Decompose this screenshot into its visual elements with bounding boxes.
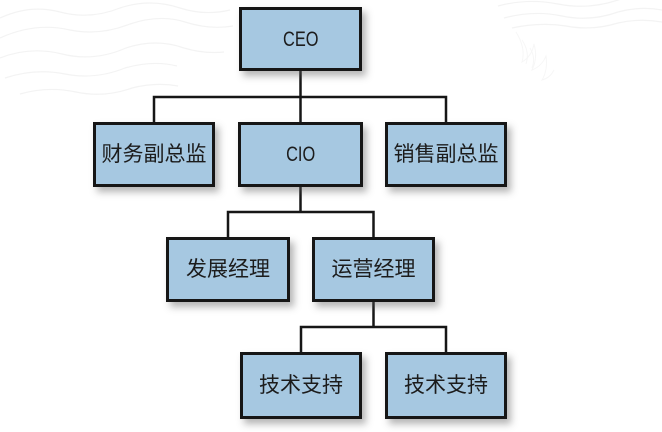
org-node-sales-deputy-director: 销售副总监 [385, 122, 507, 187]
connector-row3-bracket [226, 210, 375, 237]
org-node-ts2-label: 技术支持 [404, 373, 488, 397]
org-node-ceo-label: CEO [282, 27, 319, 51]
org-node-development-manager: 发展经理 [166, 237, 290, 302]
connector-row4-bracket [299, 325, 448, 352]
org-node-dev-label: 发展经理 [186, 257, 270, 281]
org-node-tech-support-1: 技术支持 [240, 352, 362, 419]
org-node-finance-label: 财务副总监 [101, 142, 207, 166]
org-node-cio: CIO [238, 122, 363, 187]
org-node-operations-manager: 运营经理 [312, 237, 435, 302]
org-node-ceo: CEO [239, 7, 362, 71]
org-node-cio-label: CIO [285, 143, 316, 166]
org-node-ts1-label: 技术支持 [259, 373, 343, 397]
org-node-finance-deputy-director: 财务副总监 [93, 122, 215, 187]
org-node-ops-label: 运营经理 [331, 257, 416, 281]
connector-row2-bracket [152, 95, 448, 122]
org-node-tech-support-2: 技术支持 [385, 352, 507, 419]
org-node-sales-label: 销售副总监 [393, 142, 499, 166]
